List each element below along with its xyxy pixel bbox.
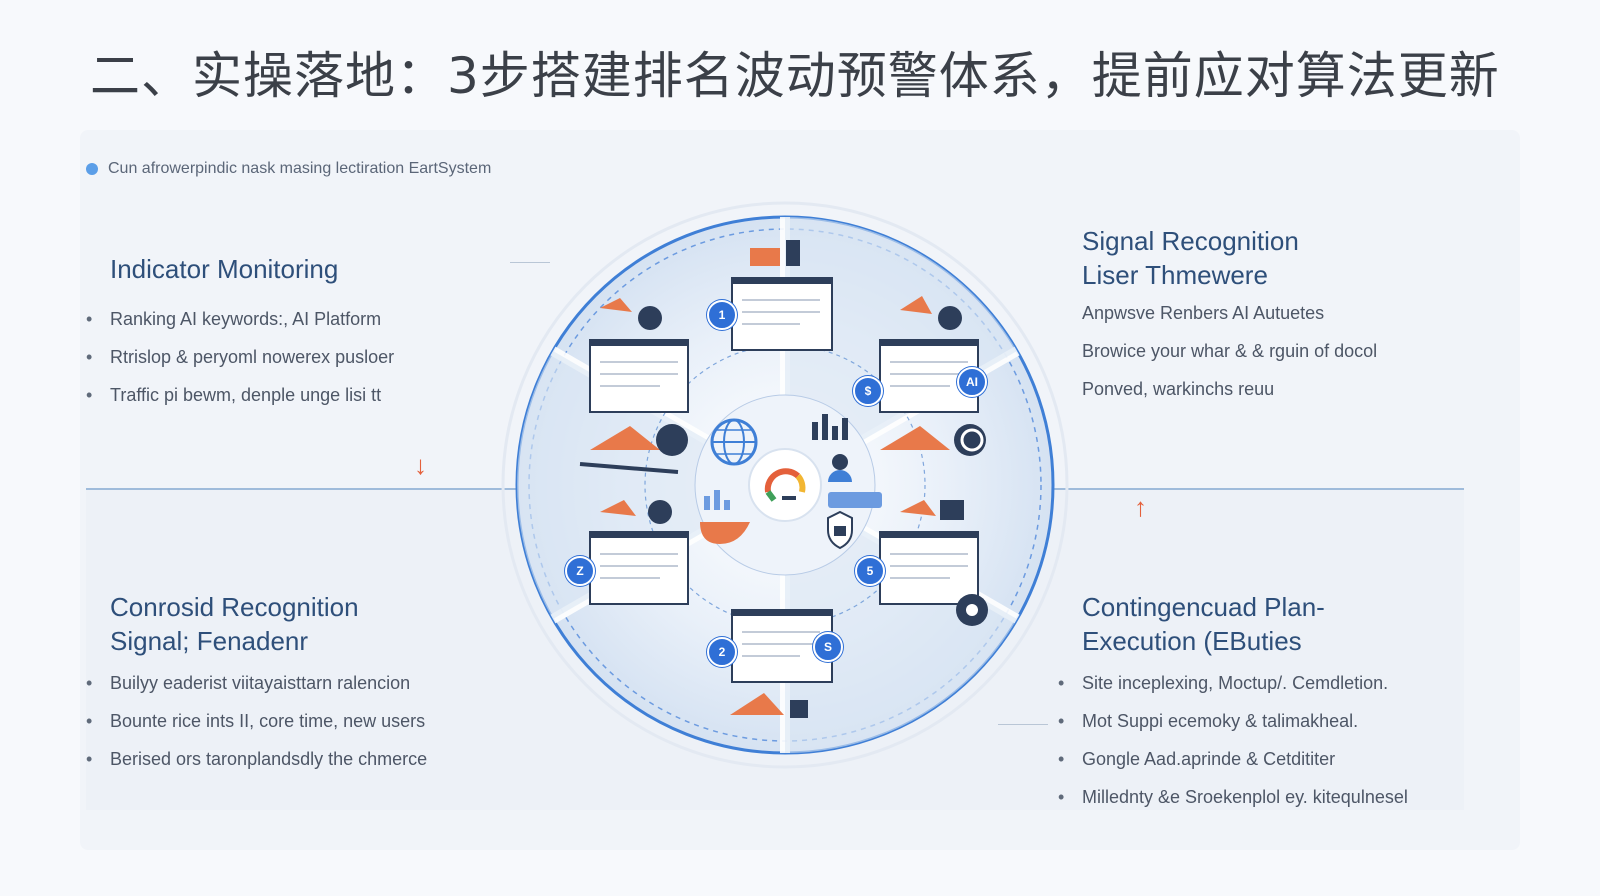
people-icon bbox=[828, 454, 852, 482]
outer-halo bbox=[501, 201, 1069, 769]
gear-icon bbox=[956, 428, 988, 626]
section-list: Anpwsve Renbers AI Autuetes Browice your… bbox=[1082, 294, 1377, 408]
list-item: Anpwsve Renbers AI Autuetes bbox=[1082, 303, 1325, 323]
subtitle-text: Cun afrowerpindic nask masing lectiratio… bbox=[108, 160, 492, 177]
logo-icon bbox=[748, 448, 822, 522]
up-arrow-icon: ↑ bbox=[1134, 492, 1147, 522]
server-icon bbox=[828, 492, 882, 508]
section-heading-line1: Contingencuad Plan- bbox=[1082, 592, 1325, 622]
illustration-marks bbox=[590, 240, 986, 718]
subtitle-row: Cun afrowerpindic nask masing lectiratio… bbox=[86, 160, 491, 178]
bullet-dot-icon bbox=[86, 163, 98, 175]
shield-icon bbox=[827, 510, 853, 550]
document-card-top-left bbox=[589, 339, 689, 413]
list-item: Ranking AI keywords:, AI Platform bbox=[86, 300, 394, 338]
step-badge: Z bbox=[565, 556, 595, 586]
list-item: Mot Suppi ecemoky & talimakheal. bbox=[1058, 702, 1408, 740]
section-list: Site inceplexing, Moctup/. Cemdletion. M… bbox=[1058, 664, 1408, 816]
chart-icon bbox=[704, 414, 848, 510]
section-signal-recognition: Signal Recognition Liser Thmewere Anpwsv… bbox=[1082, 224, 1377, 408]
document-card-top bbox=[731, 277, 833, 351]
connector-line bbox=[998, 724, 1048, 725]
central-cycle-diagram bbox=[501, 201, 1069, 769]
list-item: Millednty &e Sroekenplol ey. kitequlnese… bbox=[1058, 778, 1408, 816]
section-heading-line2: Liser Thmewere bbox=[1082, 260, 1268, 290]
list-item: Berised ors taronplandsdly the chmerce bbox=[86, 740, 427, 778]
list-item: Site inceplexing, Moctup/. Cemdletion. bbox=[1058, 664, 1408, 702]
page-title: 二、实操落地：3步搭建排名波动预警体系，提前应对算法更新 bbox=[90, 47, 1500, 105]
section-indicator-monitoring: Indicator Monitoring Ranking AI keywords… bbox=[86, 252, 394, 414]
section-heading: Indicator Monitoring bbox=[110, 254, 339, 284]
section-list: Builyy eaderist viitayaisttarn ralencion… bbox=[86, 664, 427, 778]
section-contingency-plan: Contingencuad Plan- Execution (EButies S… bbox=[1058, 590, 1408, 816]
list-item: Ponved, warkinchs reuu bbox=[1082, 379, 1275, 399]
document-cards bbox=[589, 277, 979, 683]
list-item: Traffic pi bewm, denple unge lisi tt bbox=[86, 376, 394, 414]
step-badge: 2 bbox=[707, 637, 737, 667]
step-badge: S bbox=[813, 632, 843, 662]
sector bbox=[517, 351, 785, 619]
list-item: Gongle Aad.aprinde & Cetdititer bbox=[1058, 740, 1408, 778]
globe-icon bbox=[710, 418, 758, 466]
document-card-bottom-left bbox=[589, 531, 689, 605]
step-badge: AI bbox=[957, 367, 987, 397]
section-conrosid-recognition: Conrosid Recognition Signal; Fenadenr Bu… bbox=[86, 590, 427, 778]
cup-icon bbox=[700, 522, 750, 544]
section-heading-line2: Signal; Fenadenr bbox=[110, 626, 309, 656]
step-badge: 5 bbox=[855, 556, 885, 586]
section-heading-line1: Conrosid Recognition bbox=[110, 592, 359, 622]
document-card-bottom-right bbox=[879, 531, 979, 605]
section-heading-line2: Execution (EButies bbox=[1082, 626, 1302, 656]
list-item: Builyy eaderist viitayaisttarn ralencion bbox=[86, 664, 427, 702]
list-item: Browice your whar & & rguin of docol bbox=[1082, 341, 1378, 361]
connector-line bbox=[510, 262, 550, 263]
down-arrow-icon: ↓ bbox=[414, 450, 427, 480]
list-item: Rtrislop & peryoml nowerex pusloer bbox=[86, 338, 394, 376]
pen-icon bbox=[579, 462, 679, 474]
section-list: Ranking AI keywords:, AI Platform Rtrisl… bbox=[86, 300, 394, 414]
section-heading-line1: Signal Recognition bbox=[1082, 226, 1299, 256]
step-badge: $ bbox=[853, 376, 883, 406]
step-badge: 1 bbox=[707, 300, 737, 330]
list-item: Bounte rice ints II, core time, new user… bbox=[86, 702, 427, 740]
